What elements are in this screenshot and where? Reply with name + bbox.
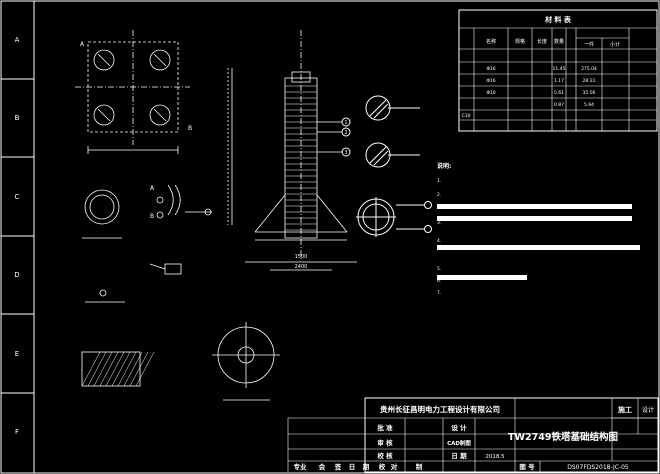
table-cell: 35.06 xyxy=(583,90,596,96)
row-mark: C xyxy=(15,193,20,201)
hatch-line xyxy=(93,351,113,387)
hatch-line xyxy=(135,351,155,387)
title-block: 贵州长征昌明电力工程设计有限公司 施工 设计 批 准 设 计 审 核 CAD制图… xyxy=(287,397,659,473)
company-name: 贵州长征昌明电力工程设计有限公司 xyxy=(380,404,500,414)
notes-title: 说明: xyxy=(437,162,451,170)
rebar-symbols xyxy=(365,95,420,168)
hatch-line xyxy=(87,351,107,387)
table-cell: C30 xyxy=(462,113,471,119)
foundation-plan-view xyxy=(75,30,190,154)
table-cell: 0.87 xyxy=(554,102,564,108)
note-bar xyxy=(437,204,632,209)
hatch-line xyxy=(129,351,149,387)
date-value: 2018.5 xyxy=(485,454,505,460)
dim-main: 1500 xyxy=(295,254,308,260)
table-header: 长度 xyxy=(537,38,547,45)
pile-section-view xyxy=(356,197,432,237)
table-header: 规格 xyxy=(515,38,525,45)
review-label: 审 核 xyxy=(377,438,393,447)
approve-label: 批 准 xyxy=(377,423,393,432)
table-cell: 275.04 xyxy=(581,66,597,72)
drawing-title: TW2749铁塔基础结构图 xyxy=(508,431,618,443)
table-header: 数量 xyxy=(554,38,564,45)
hatch-line xyxy=(123,351,143,387)
row-marks: A B C D E F xyxy=(14,36,19,436)
stage-value: 设计 xyxy=(642,406,654,414)
date-label: 日 期 xyxy=(451,451,467,460)
row-mark: F xyxy=(15,428,19,436)
dim-base: 2400 xyxy=(295,264,308,270)
section-a-label: A xyxy=(150,185,155,192)
table-subheader: 小计 xyxy=(610,41,620,48)
countersign-label: 期 xyxy=(363,462,370,471)
hatch-line xyxy=(99,351,119,387)
bolt-detail xyxy=(85,263,182,303)
anchor-plate-view xyxy=(212,322,280,401)
row-mark: B xyxy=(15,114,20,122)
notes-block: 说明: 1. 2. 3. 4. 5. 6. 7. xyxy=(437,162,640,296)
drawing-no-label: 图 号 xyxy=(519,462,535,471)
stirrup-lines xyxy=(285,85,317,231)
hatch-line xyxy=(117,351,137,387)
table-cell: 28.31 xyxy=(583,78,596,84)
table-subheader: 一件 xyxy=(584,41,594,48)
table-cell: Φ10 xyxy=(486,90,495,96)
hatch-line xyxy=(111,351,131,387)
drawing-no: DS07FDS2018-JC-05 xyxy=(567,464,629,471)
hatch-line xyxy=(105,351,125,387)
design-label: 设 计 xyxy=(451,423,467,432)
elevation-callouts: 1 2 3 2400 1500 xyxy=(295,117,351,270)
callout-number: 1 xyxy=(344,120,347,126)
table-header: 名称 xyxy=(486,38,496,45)
section-b-label: B xyxy=(150,213,154,220)
section-b-view xyxy=(156,184,212,219)
table-cell: 11.45 xyxy=(553,66,566,72)
row-dividers xyxy=(1,78,34,394)
note-bar xyxy=(437,275,527,280)
cad-label: CAD制图 xyxy=(447,439,471,447)
countersign-label: 签 xyxy=(334,462,342,471)
note-line: 1. xyxy=(437,178,441,184)
callout-number: 2 xyxy=(344,130,347,136)
countersign-label: 日 xyxy=(349,463,356,471)
row-mark: A xyxy=(15,36,20,44)
note-line: 3. xyxy=(437,220,441,226)
callout-number: 3 xyxy=(344,150,347,156)
table-cell: Φ16 xyxy=(486,66,495,72)
hatched-detail xyxy=(81,351,155,387)
note-line: 6. xyxy=(437,278,441,284)
check-label: 校 核 xyxy=(377,451,393,460)
row-mark: E xyxy=(15,350,19,358)
stage-label: 施工 xyxy=(618,405,632,414)
countersign-row: 专业 会签日期校对 制 xyxy=(294,462,423,471)
table-cell: 1.17 xyxy=(554,78,564,84)
svg-text:B: B xyxy=(188,125,192,132)
table-cell: 5.61 xyxy=(554,90,564,96)
hatch-line xyxy=(81,351,101,387)
note-line: 2. xyxy=(437,192,441,198)
countersign-label: 制 xyxy=(416,462,423,471)
countersign-label: 校 xyxy=(379,462,386,471)
section-a-view xyxy=(82,189,122,239)
materials-table-title: 材 料 表 xyxy=(544,15,572,24)
note-line: 5. xyxy=(437,266,441,272)
countersign-label: 专业 xyxy=(294,462,308,471)
table-cell: 5.94 xyxy=(584,102,594,108)
note-bar xyxy=(437,245,640,250)
note-line: 4. xyxy=(437,238,441,244)
svg-text:A: A xyxy=(80,41,85,48)
elevation-view xyxy=(227,30,357,271)
countersign-label: 会 xyxy=(319,462,326,471)
table-cell: Φ16 xyxy=(486,78,495,84)
note-bar xyxy=(437,216,632,221)
note-line: 7. xyxy=(437,290,441,296)
plan-labels: A B xyxy=(80,41,192,132)
row-mark: D xyxy=(14,271,19,279)
countersign-label: 对 xyxy=(391,462,398,471)
